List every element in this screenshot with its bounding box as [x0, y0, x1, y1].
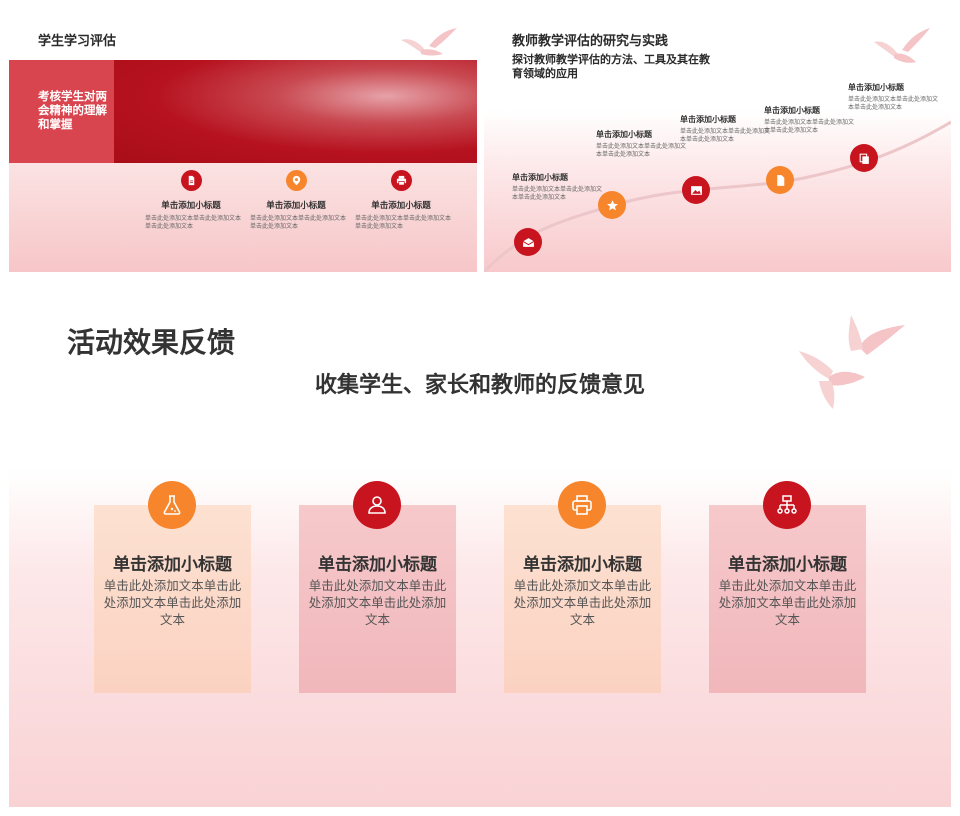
star-icon[interactable] [598, 191, 626, 219]
item-text[interactable]: 单击此处添加文本单击此处添加文本单击此处添加文本 [250, 216, 347, 230]
card-text[interactable]: 单击此处添加文本单击此处添加文本单击此处添加文本 [718, 579, 857, 627]
box-text: 考核学生对两会精神的理解和掌握 [38, 91, 107, 131]
slide-activity-feedback[interactable]: 活动效果反馈 收集学生、家长和教师的反馈意见 单击添加小标题 单击此处添加文本单… [9, 289, 951, 807]
item-heading[interactable]: 单击添加小标题 [161, 200, 221, 210]
dove-icon [874, 28, 930, 63]
slide-background [484, 110, 951, 272]
card-heading[interactable]: 单击添加小标题 [728, 555, 847, 574]
slide-teacher-evaluation[interactable]: 教师教学评估的研究与实践 探讨教师教学评估的方法、工具及其在教育领域的应用 单击… [484, 10, 951, 272]
document-icon[interactable] [180, 170, 202, 191]
printer-icon[interactable] [558, 481, 606, 529]
slide-title: 学生学习评估 [38, 33, 117, 48]
card-heading[interactable]: 单击添加小标题 [523, 555, 642, 574]
slide-subtitle: 收集学生、家长和教师的反馈意见 [314, 372, 645, 397]
slide-student-assessment[interactable]: 学生学习评估 考核学生对两会精神的理解和掌握 单击添加小标题 单击此处添加文本单… [9, 10, 477, 272]
feedback-card: 单击添加小标题 单击此处添加文本单击此处添加文本单击此处添加文本 [709, 481, 866, 693]
dove-icon [401, 28, 457, 56]
node-heading[interactable]: 单击添加小标题 [764, 106, 820, 115]
mail-open-icon[interactable] [514, 228, 542, 256]
file-icon[interactable] [766, 166, 794, 194]
flask-icon[interactable] [148, 481, 196, 529]
timeline-label: 单击添加小标题 单击此处添加文本单击此处添加文本单击此处添加文本 [848, 82, 938, 112]
feedback-card: 单击添加小标题 单击此处添加文本单击此处添加文本单击此处添加文本 [94, 481, 251, 693]
dove-icon [799, 315, 905, 409]
printer-icon[interactable] [390, 170, 412, 191]
node-text[interactable]: 单击此处添加文本单击此处添加文本单击此处添加文本 [596, 144, 687, 158]
list-item: 单击添加小标题 单击此处添加文本单击此处添加文本单击此处添加文本 [246, 170, 346, 231]
timeline-label: 单击添加小标题 单击此处添加文本单击此处添加文本单击此处添加文本 [512, 172, 602, 202]
item-heading[interactable]: 单击添加小标题 [266, 200, 326, 210]
feedback-card: 单击添加小标题 单击此处添加文本单击此处添加文本单击此处添加文本 [299, 481, 456, 693]
timeline-label: 单击添加小标题 单击此处添加文本单击此处添加文本单击此处添加文本 [596, 129, 686, 159]
slide-title: 教师教学评估的研究与实践 [512, 33, 669, 48]
list-item: 单击添加小标题 单击此处添加文本单击此处添加文本单击此处添加文本 [351, 170, 451, 231]
card-heading[interactable]: 单击添加小标题 [113, 555, 232, 574]
org-chart-icon[interactable] [763, 481, 811, 529]
item-text[interactable]: 单击此处添加文本单击此处添加文本单击此处添加文本 [145, 216, 242, 230]
node-heading[interactable]: 单击添加小标题 [680, 115, 736, 124]
red-banner-image [114, 60, 477, 163]
node-heading[interactable]: 单击添加小标题 [596, 130, 652, 139]
slide-subtitle: 探讨教师教学评估的方法、工具及其在教育领域的应用 [512, 54, 710, 80]
copy-icon[interactable] [850, 144, 878, 172]
location-pin-icon[interactable] [285, 170, 307, 191]
item-text[interactable]: 单击此处添加文本单击此处添加文本单击此处添加文本 [355, 216, 452, 230]
node-text[interactable]: 单击此处添加文本单击此处添加文本单击此处添加文本 [764, 120, 855, 134]
timeline-label: 单击添加小标题 单击此处添加文本单击此处添加文本单击此处添加文本 [764, 105, 854, 135]
red-text-box [9, 60, 114, 163]
timeline-curve [484, 120, 951, 272]
timeline-label: 单击添加小标题 单击此处添加文本单击此处添加文本单击此处添加文本 [680, 114, 770, 144]
list-item: 单击添加小标题 单击此处添加文本单击此处添加文本单击此处添加文本 [141, 170, 241, 231]
item-heading[interactable]: 单击添加小标题 [371, 200, 431, 210]
user-icon[interactable] [353, 481, 401, 529]
slide-title: 活动效果反馈 [67, 327, 236, 358]
node-text[interactable]: 单击此处添加文本单击此处添加文本单击此处添加文本 [512, 187, 603, 201]
feedback-card: 单击添加小标题 单击此处添加文本单击此处添加文本单击此处添加文本 [504, 481, 661, 693]
node-text[interactable]: 单击此处添加文本单击此处添加文本单击此处添加文本 [680, 129, 771, 143]
image-icon[interactable] [682, 176, 710, 204]
card-text[interactable]: 单击此处添加文本单击此处添加文本单击此处添加文本 [308, 579, 447, 627]
card-text[interactable]: 单击此处添加文本单击此处添加文本单击此处添加文本 [103, 579, 242, 627]
card-heading[interactable]: 单击添加小标题 [318, 555, 437, 574]
node-text[interactable]: 单击此处添加文本单击此处添加文本单击此处添加文本 [848, 97, 939, 111]
node-heading[interactable]: 单击添加小标题 [512, 173, 568, 182]
node-heading[interactable]: 单击添加小标题 [848, 83, 904, 92]
card-text[interactable]: 单击此处添加文本单击此处添加文本单击此处添加文本 [513, 579, 652, 627]
